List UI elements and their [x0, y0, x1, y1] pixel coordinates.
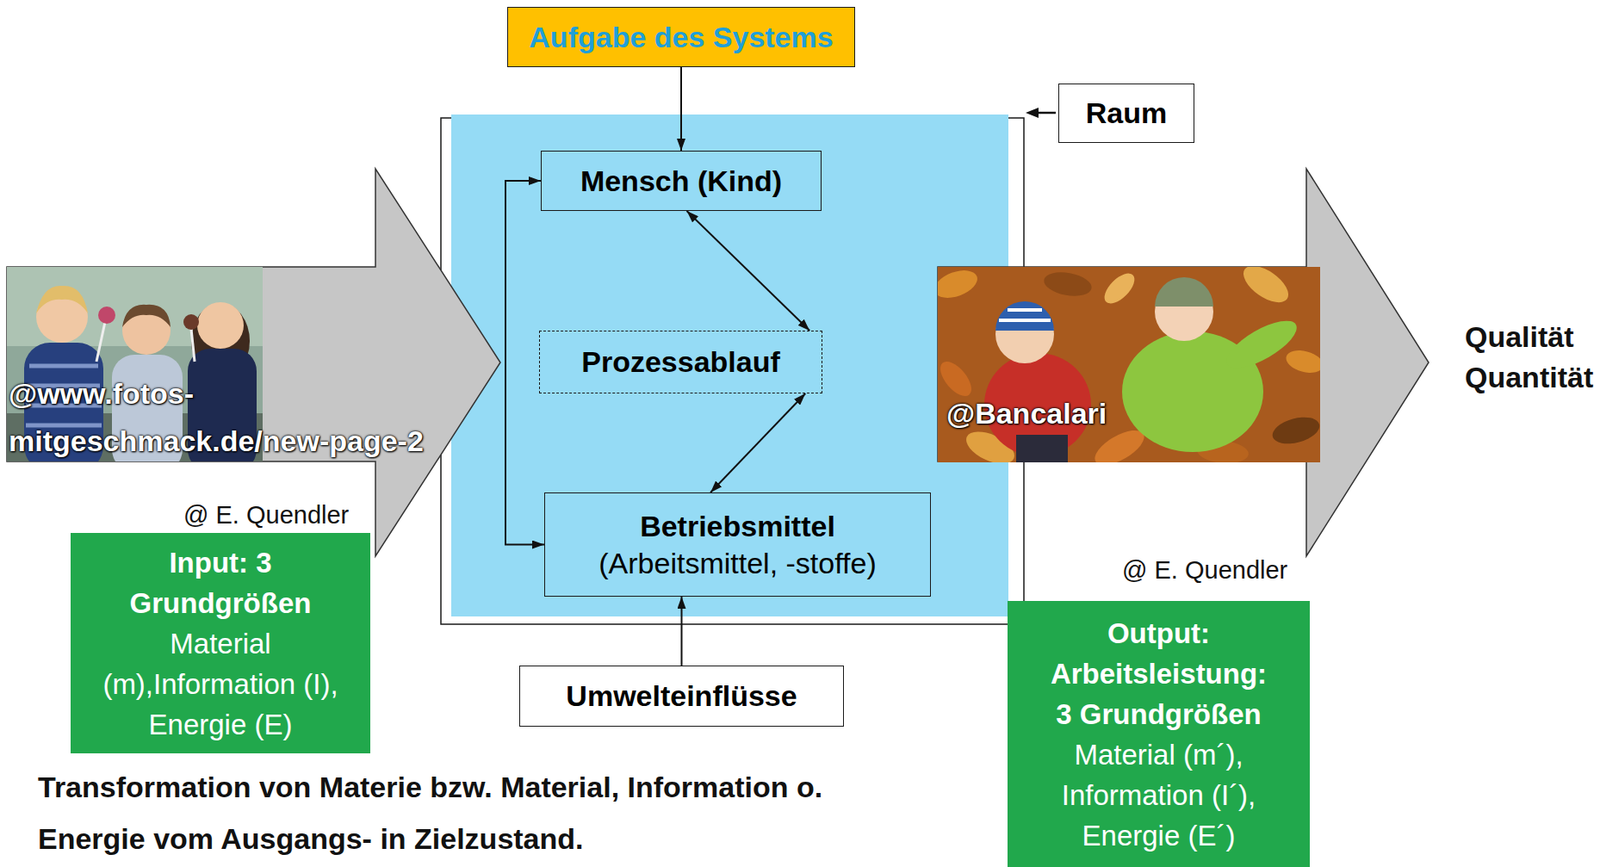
- box-body: Material (m),Information (I), Energie (E…: [86, 623, 354, 745]
- connector-arrow: [710, 393, 806, 493]
- process-box: Prozessablauf: [539, 330, 823, 394]
- lollipop-stick: [96, 322, 106, 362]
- box-label: Raum: [1085, 95, 1167, 131]
- box-label: Prozessablauf: [581, 344, 781, 380]
- leaf: [1283, 347, 1321, 378]
- leaf: [1237, 266, 1295, 310]
- equipment-box: Betriebsmittel(Arbeitsmittel, -stoffe): [544, 492, 931, 597]
- child-hair: [36, 285, 88, 314]
- photo-credit: @www.fotos-mitgeschmack.de/new-page-2: [8, 370, 436, 466]
- connector-arrow: [681, 596, 683, 666]
- system-area: [451, 114, 1009, 617]
- lollipop: [98, 306, 116, 324]
- child-trousers: [1016, 434, 1068, 463]
- copyright-note: @ E. Quendler: [1122, 554, 1288, 586]
- output-measure: Qualität Quantität: [1464, 316, 1599, 398]
- box-label: Mensch (Kind): [580, 163, 782, 199]
- child-head: [197, 302, 244, 349]
- child-hat: [995, 301, 1055, 331]
- space-box: Raum: [1058, 83, 1195, 143]
- space-pointer-head: [1025, 107, 1039, 118]
- output-box: Output: Arbeitsleistung: 3 GrundgrößenMa…: [1007, 601, 1310, 867]
- box-body: Material (m´), Information (I´), Energie…: [1046, 734, 1272, 856]
- box-heading: Output: Arbeitsleistung: 3 Grundgrößen: [1046, 613, 1272, 735]
- hat-stripe: [998, 318, 1051, 323]
- space-pointer: [1035, 111, 1056, 115]
- input-arrow: [6, 168, 501, 557]
- hat-stripe: [1007, 308, 1042, 312]
- child-hat: [1154, 277, 1214, 307]
- box-label: Umwelteinflüsse: [565, 678, 797, 714]
- shirt-stripe: [29, 364, 99, 369]
- input-box: Input: 3 GrundgrößenMaterial (m),Informa…: [70, 533, 371, 754]
- autumn-photo: [937, 266, 1321, 463]
- lollipop: [183, 314, 199, 330]
- leaf: [1041, 268, 1094, 299]
- child-hair: [122, 304, 171, 328]
- photo-credit: @Bancalari: [946, 396, 1107, 431]
- copyright-note: @ E. Quendler: [183, 499, 349, 531]
- environment-box: Umwelteinflüsse: [519, 665, 844, 727]
- box-heading: Input: 3 Grundgrößen: [86, 542, 354, 624]
- connector-arrow: [680, 67, 683, 151]
- output-arrow: [937, 168, 1429, 557]
- leaf: [1269, 412, 1321, 449]
- lollipop-stick: [191, 328, 195, 362]
- box-heading: Betriebsmittel: [639, 508, 836, 546]
- box-body: (Arbeitsmittel, -stoffe): [598, 545, 876, 583]
- leaf: [937, 356, 978, 402]
- box-label: Aufgabe des Systems: [528, 19, 833, 56]
- child-arm: [1220, 311, 1304, 377]
- leaf: [1099, 268, 1141, 310]
- diagram-caption: Transformation von Materie bzw. Material…: [37, 761, 882, 865]
- task-box: Aufgabe des Systems: [507, 6, 856, 68]
- connector-arrow: [687, 210, 811, 331]
- leaf: [937, 266, 981, 304]
- human-box: Mensch (Kind): [540, 150, 822, 211]
